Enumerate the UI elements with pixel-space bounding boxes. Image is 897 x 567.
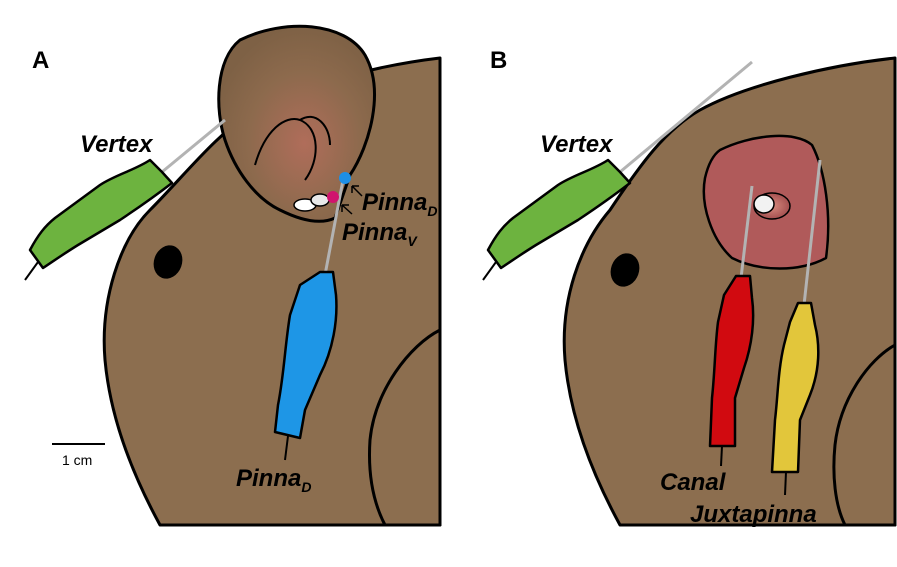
panel-a-pinna-v-dot [327, 191, 339, 203]
panel-b: B Vertex Canal Juxtapinna [483, 47, 895, 528]
panel-b-ear-canal-inner [754, 195, 774, 213]
panel-a-pinna-d-dot [339, 172, 351, 184]
panel-a-pinna-d-top-label: PinnaD [362, 189, 437, 219]
panel-b-letter: B [490, 47, 507, 74]
panel-b-canal-label: Canal [660, 469, 727, 496]
panel-a: A Vertex PinnaD PinnaV PinnaD 1 cm [25, 26, 440, 525]
panel-a-canal-opening-2 [311, 194, 329, 206]
panel-a-scale-label: 1 cm [62, 452, 92, 468]
panel-b-juxtapinna-lead [785, 472, 786, 495]
panel-b-juxtapinna-label: Juxtapinna [690, 501, 817, 528]
panel-b-vertex-lead [483, 262, 496, 280]
panel-a-vertex-lead [25, 262, 38, 280]
panel-b-vertex-label: Vertex [540, 131, 614, 158]
panel-a-letter: A [32, 47, 49, 74]
panel-b-canal-lead [721, 446, 722, 466]
panel-a-vertex-label: Vertex [80, 131, 154, 158]
panel-a-pinna-d-bottom-label: PinnaD [236, 465, 311, 495]
panel-a-pinna-v-label: PinnaV [342, 219, 418, 249]
